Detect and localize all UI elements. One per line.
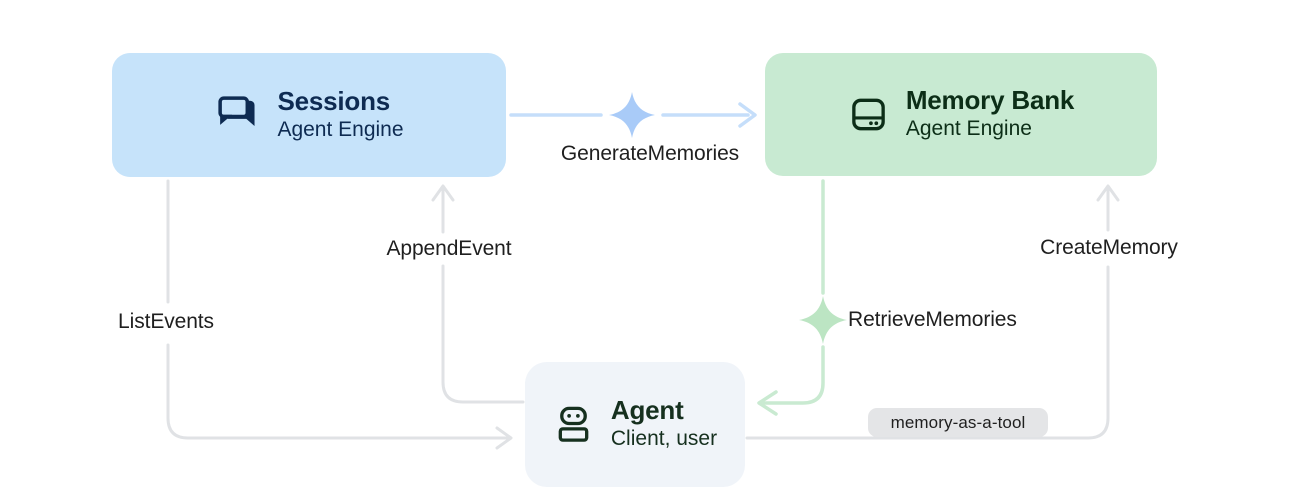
green-sparkle-icon	[799, 296, 847, 344]
memory-bank-node-text: Memory Bank Agent Engine	[905, 85, 1075, 142]
blue-sparkle-icon	[609, 92, 655, 138]
sessions-node: Sessions Agent Engine	[112, 53, 506, 177]
memory-bank-subtitle: Agent Engine	[905, 117, 1032, 141]
sessions-title: Sessions	[277, 85, 391, 116]
memory-as-a-tool-badge: memory-as-a-tool	[868, 408, 1048, 437]
memory-as-a-tool-badge-label: memory-as-a-tool	[890, 412, 1026, 432]
agent-node: Agent Client, user	[525, 362, 745, 487]
robot-icon	[558, 406, 589, 442]
agent-node-text: Agent Client, user	[611, 396, 717, 452]
sessions-node-text: Sessions Agent Engine	[277, 85, 404, 143]
append-event-arrow	[431, 184, 525, 404]
append-event-label: AppendEvent	[386, 237, 512, 260]
retrieve-memories-arrow	[757, 179, 825, 416]
list-events-label: ListEvents	[118, 310, 214, 333]
generate-memories-arrow	[509, 102, 757, 128]
storage-drive-icon	[852, 98, 885, 131]
list-events-arrow	[166, 179, 513, 450]
create-memory-arrow	[745, 184, 1120, 440]
retrieve-memories-label: RetrieveMemories	[848, 308, 1017, 331]
create-memory-label: CreateMemory	[1040, 236, 1178, 259]
memory-bank-node: Memory Bank Agent Engine	[765, 53, 1157, 176]
agent-subtitle: Client, user	[610, 427, 718, 451]
agent-title: Agent	[610, 395, 684, 426]
chat-bubbles-icon	[218, 96, 255, 126]
sessions-subtitle: Agent Engine	[277, 117, 404, 141]
memory-bank-title: Memory Bank	[905, 85, 1075, 116]
generate-memories-label: GenerateMemories	[560, 142, 740, 165]
